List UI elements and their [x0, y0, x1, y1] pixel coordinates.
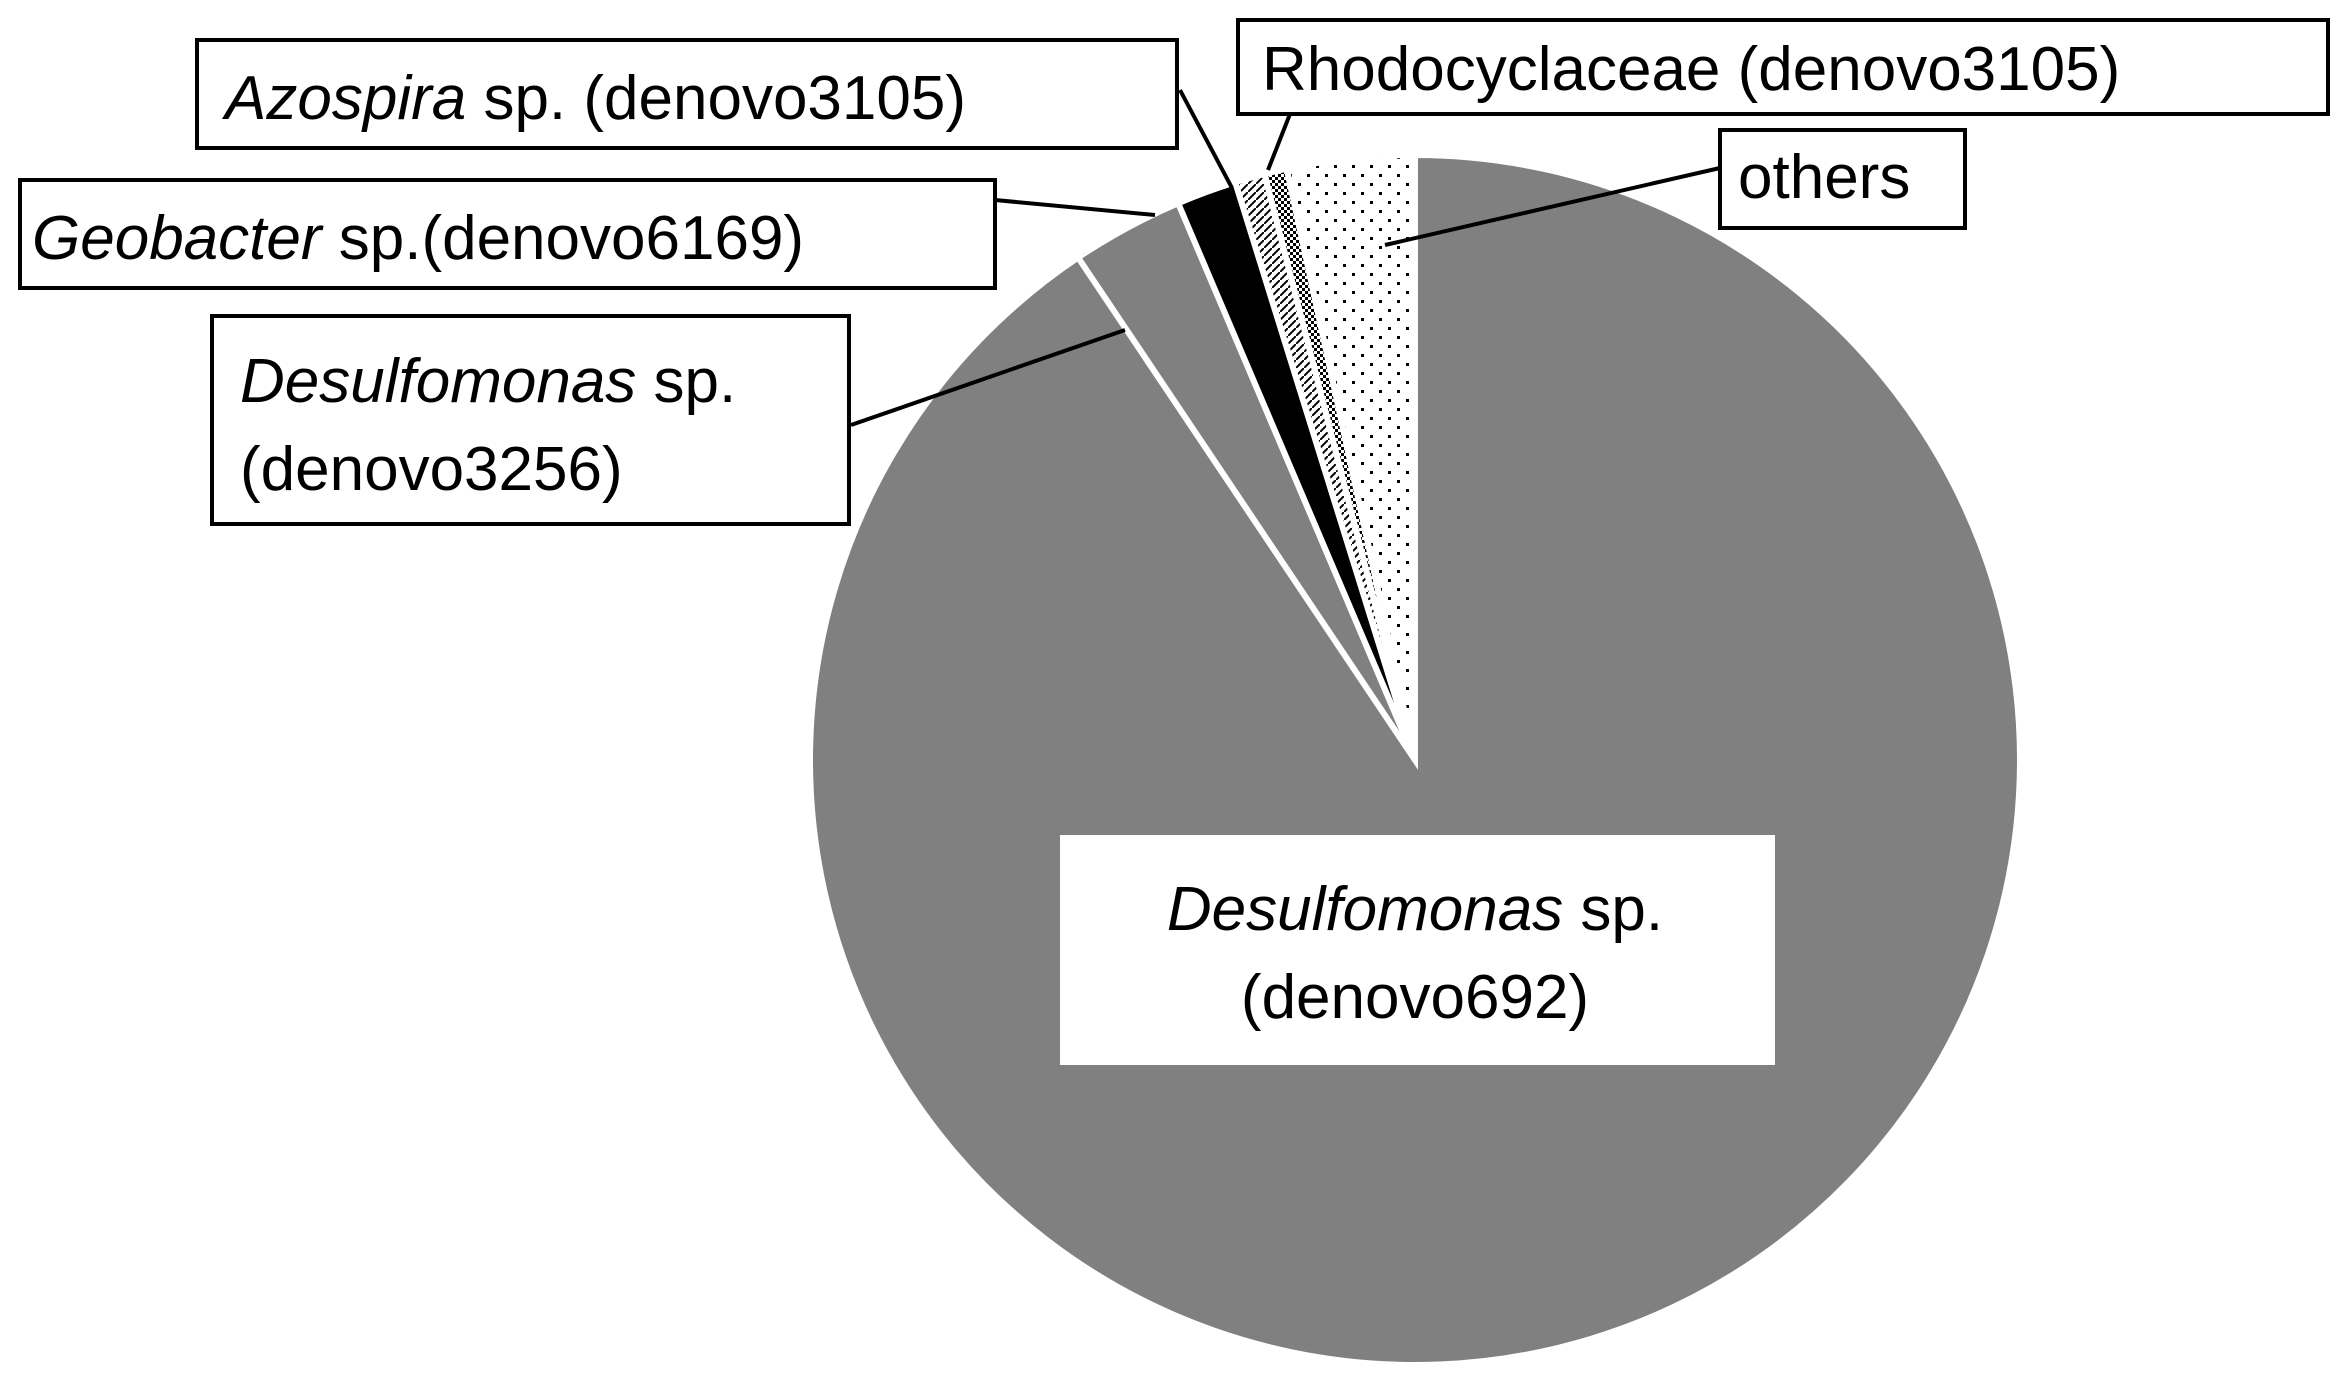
leader-line-denovo3256 [850, 328, 1126, 427]
pie-slices [807, 151, 2023, 1368]
leader-lines [850, 89, 1721, 427]
slice-labels: Desulfomonas sp. (denovo692) Desulfomonas … [18, 18, 2330, 1065]
label-box-azospira [195, 38, 1179, 150]
leader-line-others [1384, 166, 1721, 247]
slice-label-denovo692-line2: (denovo692) [1241, 963, 1589, 1032]
label-box-denovo3256 [210, 314, 851, 526]
slice-label-denovo6169: Geobacter sp.(denovo6169) [32, 204, 804, 273]
slice-label-denovo3256: Desulfomonas sp. [240, 347, 736, 416]
slice-label-denovo692: Desulfomonas sp. [1167, 875, 1663, 944]
pie-slice-others [1283, 151, 1418, 761]
leader-line-denovo6169 [994, 198, 1156, 217]
slice-label-others: others [1738, 143, 1910, 212]
label-box-denovo692 [1060, 835, 1775, 1065]
slice-label-denovo3256-line2: (denovo3256) [240, 435, 623, 504]
label-box-others [1718, 128, 1967, 230]
leader-line-rhodo [1266, 113, 1292, 171]
label-box-denovo6169 [18, 178, 997, 290]
leader-line-azospira [1178, 89, 1234, 189]
slice-label-rhodo: Rhodocyclaceae (denovo3105) [1262, 35, 2120, 104]
slice-label-azospira: Azospira sp. (denovo3105) [221, 64, 966, 133]
label-box-rhodo [1236, 18, 2330, 116]
